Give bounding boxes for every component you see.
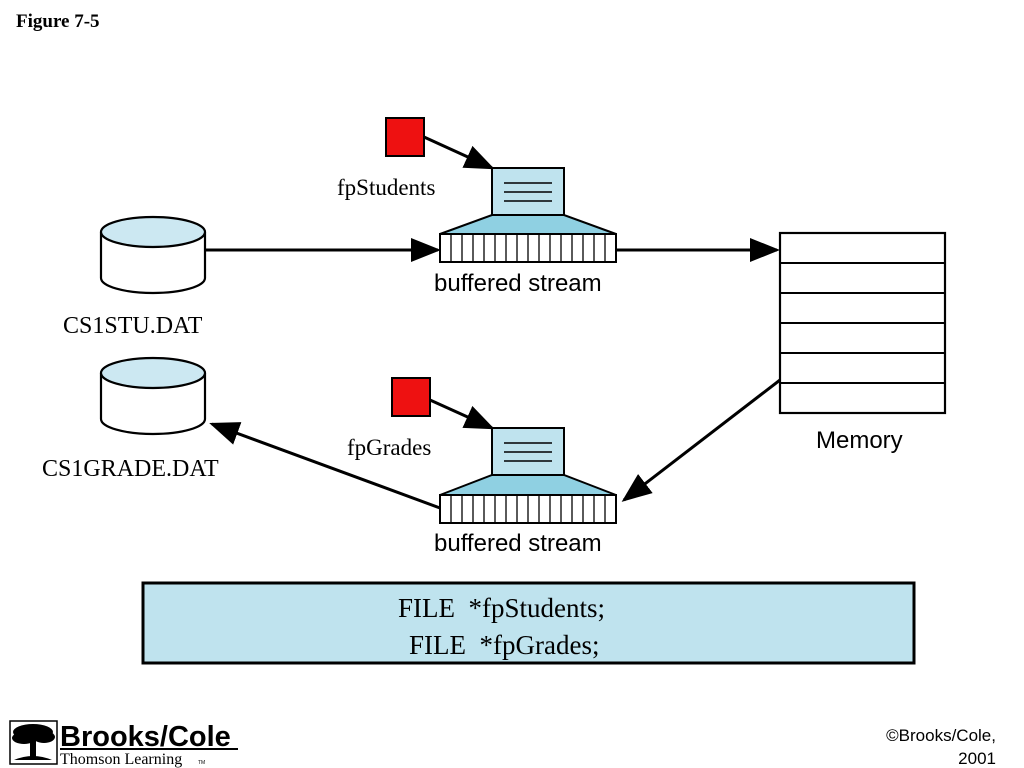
figure-title: Figure 7-5 (16, 11, 100, 32)
tree-icon (12, 724, 55, 760)
students-file-label: CS1STU.DAT (63, 313, 203, 339)
memory-block (778, 231, 947, 415)
publisher-tm: TM (198, 760, 205, 766)
stream-to-disk-arrow (209, 422, 441, 510)
students-pointer-arrow (423, 135, 495, 170)
top-stream-label: buffered stream (434, 270, 602, 297)
memory-to-stream-arrow (621, 378, 781, 502)
grades-file-label: CS1GRADE.DAT (42, 456, 219, 482)
code-line-1: FILE *fpStudents; (398, 593, 605, 623)
code-box (141, 581, 916, 665)
grades-pointer-box (391, 377, 431, 417)
bottom-buffered-stream (439, 427, 617, 524)
students-file-disk (99, 215, 207, 295)
grades-pointer-label: fpGrades (347, 435, 431, 460)
top-buffer-funnel (439, 214, 617, 235)
code-line-2: FILE *fpGrades; (409, 630, 599, 660)
bottom-buffer-funnel (439, 474, 617, 496)
bottom-stream-label: buffered stream (434, 530, 602, 557)
publisher-subtitle: Thomson Learning (60, 751, 182, 768)
top-buffered-stream (439, 167, 617, 263)
brooks-cole-logo: Brooks/Cole Thomson Learning TM (9, 720, 238, 768)
grades-pointer-arrow (429, 398, 495, 430)
copyright-line-1: ©Brooks/Cole, (886, 726, 996, 745)
copyright-line-2: 2001 (958, 749, 996, 768)
grades-file-disk (99, 356, 207, 436)
memory-label: Memory (816, 427, 903, 454)
students-pointer-label: fpStudents (337, 175, 435, 200)
publisher-name: Brooks/Cole (60, 721, 231, 753)
students-pointer-box (385, 117, 425, 157)
